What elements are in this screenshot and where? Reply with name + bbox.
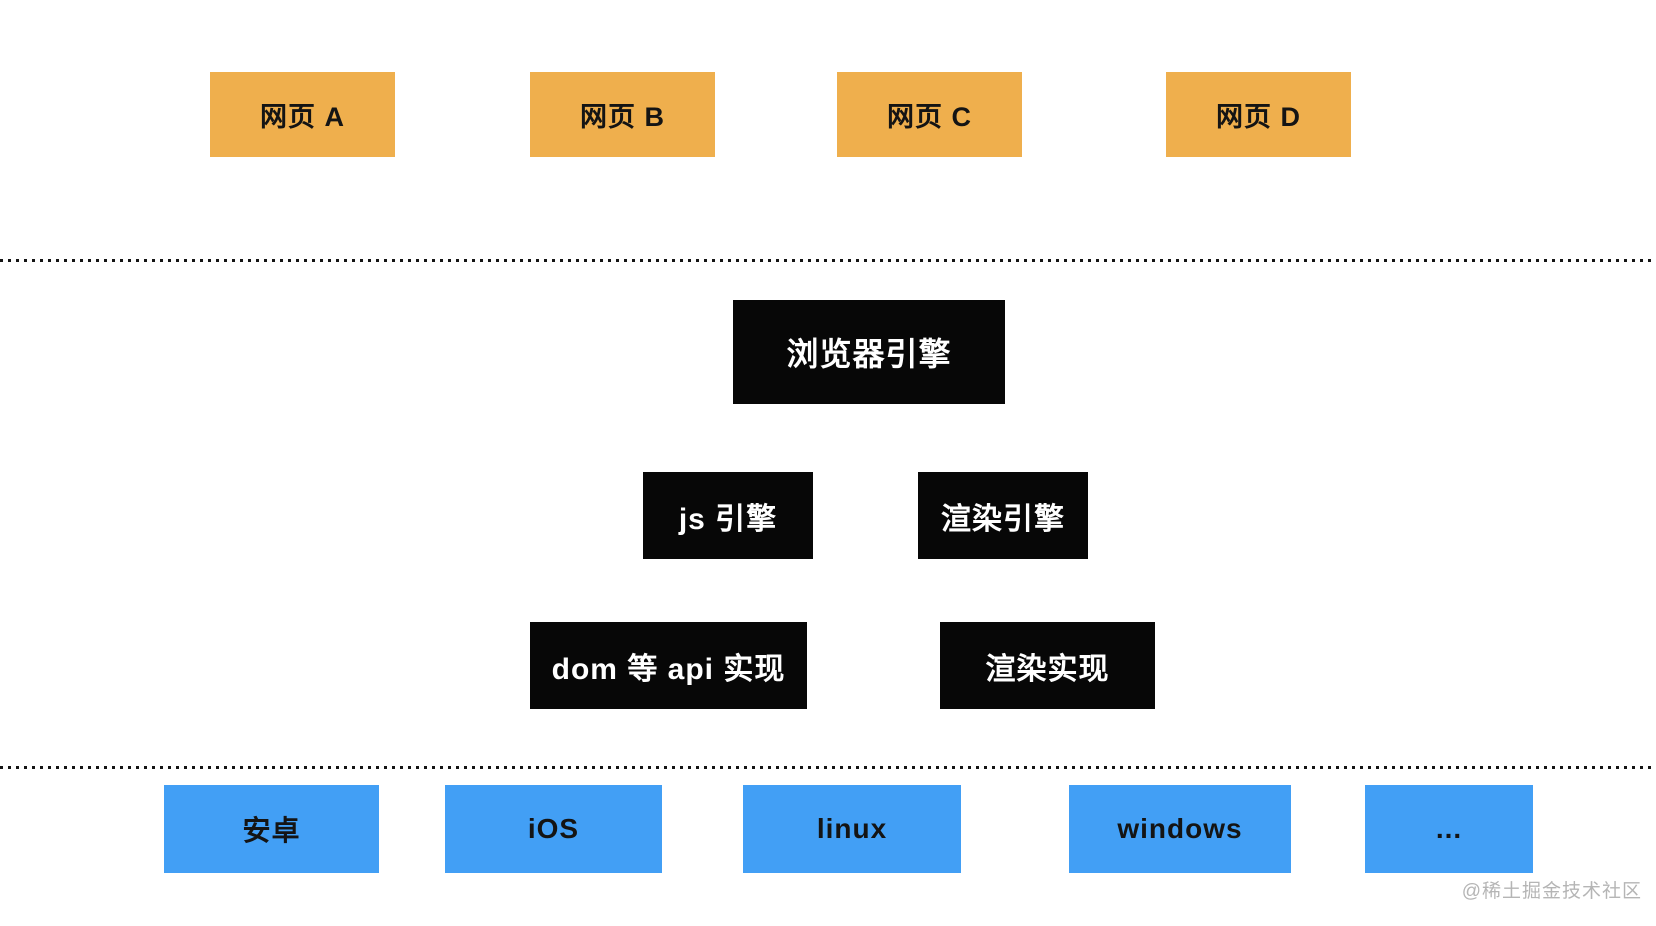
dom-api-impl-box: dom 等 api 实现	[530, 622, 807, 709]
platform-ios-box: iOS	[445, 785, 662, 873]
webpage-b-box: 网页 B	[530, 72, 715, 157]
render-impl-box: 渲染实现	[940, 622, 1155, 709]
platform-android-box: 安卓	[164, 785, 379, 873]
webpage-c-box: 网页 C	[837, 72, 1022, 157]
watermark-text: @稀土掘金技术社区	[1461, 881, 1642, 902]
webpage-d-box: 网页 D	[1166, 72, 1351, 157]
webpage-a-box: 网页 A	[210, 72, 395, 157]
dotted-separator-bottom	[0, 766, 1656, 769]
platform-more-box: ...	[1365, 785, 1533, 873]
dotted-separator-top	[0, 259, 1656, 262]
render-engine-box: 渲染引擎	[918, 472, 1088, 559]
platform-linux-box: linux	[743, 785, 961, 873]
js-engine-box: js 引擎	[643, 472, 813, 559]
browser-engine-box: 浏览器引擎	[733, 300, 1005, 404]
platform-windows-box: windows	[1069, 785, 1291, 873]
